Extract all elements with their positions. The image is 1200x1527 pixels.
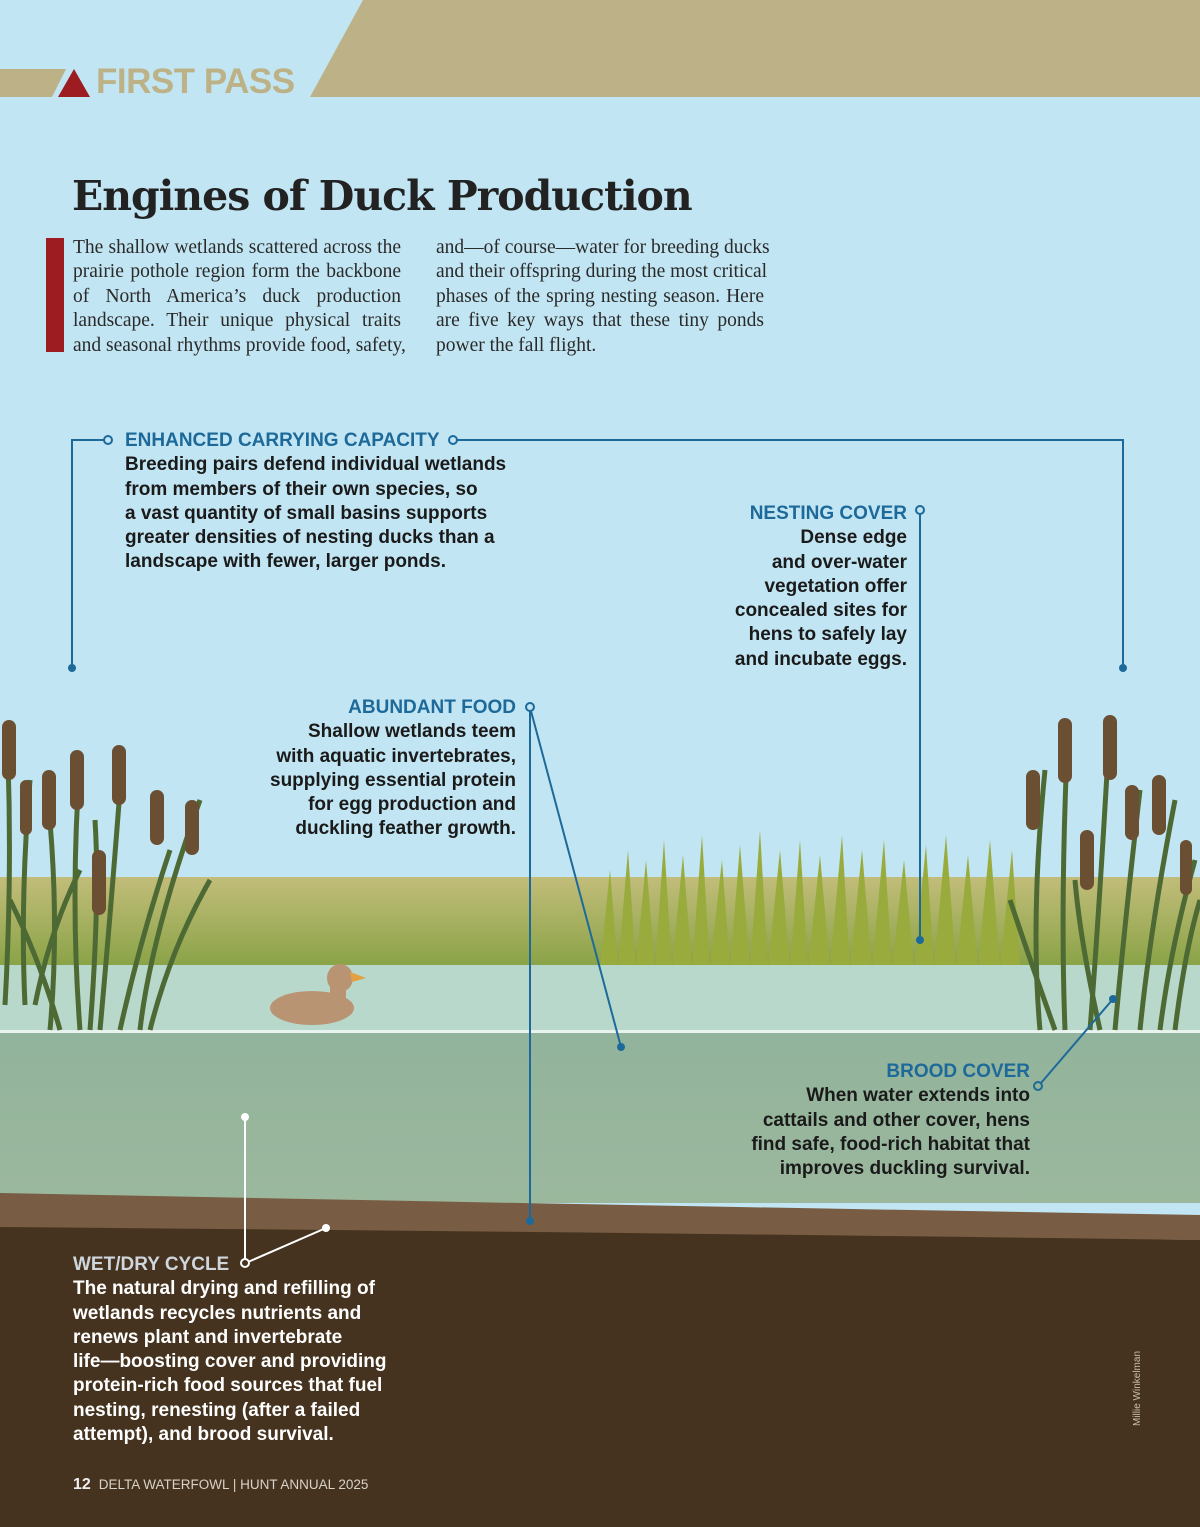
triangle-icon <box>58 69 90 97</box>
callout-line: Shallow wetlands teem <box>308 721 516 743</box>
callout-enhanced-carrying-capacity: ENHANCED CARRYING CAPACITY Breeding pair… <box>125 429 506 575</box>
callout-nesting-cover: NESTING COVER Dense edge and over-water … <box>735 502 907 672</box>
callout-line: find safe, food-rich habitat that <box>751 1133 1030 1155</box>
intro-line: prairie pothole region form the backbone <box>73 261 401 283</box>
callout-label: BROOD COVER <box>886 1061 1030 1082</box>
illustration-credit: Millie Winkelman <box>1132 1350 1143 1426</box>
intro-line: phases of the spring nesting season. Her… <box>436 285 764 307</box>
callout-line: renews plant and invertebrate <box>73 1326 343 1348</box>
callout-label: ABUNDANT FOOD <box>348 697 516 718</box>
callout-line: and over-water <box>771 551 907 573</box>
intro-line: power the fall flight. <box>436 334 597 356</box>
callout-line: protein-rich food sources that fuel <box>73 1375 383 1397</box>
intro-line: landscape. Their unique physical traits <box>73 310 401 332</box>
callout-abundant-food: ABUNDANT FOOD Shallow wetlands teem with… <box>270 696 516 842</box>
issue-name: HUNT ANNUAL 2025 <box>240 1477 369 1492</box>
callout-line: attempt), and brood survival. <box>73 1424 334 1446</box>
callout-wet-dry-cycle: WET/DRY CYCLE The natural drying and ref… <box>73 1253 387 1447</box>
callout-label: WET/DRY CYCLE <box>73 1254 230 1275</box>
intro-accent-bar <box>46 238 64 352</box>
callout-label: ENHANCED CARRYING CAPACITY <box>125 430 440 451</box>
callout-line: life—boosting cover and providing <box>73 1351 387 1373</box>
callout-line: Dense edge <box>800 527 907 549</box>
cattails-right <box>1007 719 1200 1031</box>
callout-brood-cover: BROOD COVER When water extends into catt… <box>751 1060 1030 1181</box>
callout-line: supplying essential protein <box>270 769 516 791</box>
page-title: Engines of Duck Production <box>72 172 693 220</box>
header-band-right <box>310 0 1200 97</box>
callout-line: Breeding pairs defend individual wetland… <box>125 454 507 476</box>
intro-line: The shallow wetlands scattered across th… <box>73 237 401 258</box>
intro-line: and seasonal rhythms provide food, safet… <box>73 334 406 356</box>
page-number: 12 <box>73 1476 91 1493</box>
section-kicker: FIRST PASS <box>96 62 295 101</box>
callout-line: and incubate eggs. <box>734 648 907 670</box>
callout-line: cattails and other cover, hens <box>762 1109 1030 1131</box>
header-band-left <box>0 69 66 97</box>
callout-label: NESTING COVER <box>749 503 907 524</box>
callout-line: improves duckling survival. <box>779 1158 1030 1180</box>
callout-line: vegetation offer <box>764 575 907 597</box>
marsh-grass <box>600 830 1020 968</box>
callout-line: duckling feather growth. <box>295 818 516 840</box>
intro-column-1: The shallow wetlands scattered across th… <box>73 236 406 358</box>
callout-line: wetlands recycles nutrients and <box>73 1302 362 1324</box>
callout-line: concealed sites for <box>734 600 907 622</box>
intro-column-2: and—of course—water for breeding ducks a… <box>436 236 770 358</box>
intro-line: of North America’s duck production <box>73 285 401 307</box>
callout-line: with aquatic invertebrates, <box>276 745 516 767</box>
intro-line: and—of course—water for breeding ducks <box>436 237 770 258</box>
callout-line: nesting, renesting (after a failed <box>73 1399 361 1421</box>
callout-line: landscape with fewer, larger ponds. <box>125 551 446 573</box>
footer-separator: | <box>232 1477 237 1492</box>
callout-line: When water extends into <box>806 1085 1030 1107</box>
callout-leaders <box>71 439 1124 1221</box>
callout-line: from members of their own species, so <box>125 478 478 500</box>
page-footer: 12 DELTA WATERFOWL | HUNT ANNUAL 2025 <box>73 1476 368 1494</box>
publication-name: DELTA WATERFOWL <box>98 1477 230 1492</box>
callout-line: hens to safely lay <box>748 624 907 646</box>
callout-line: greater densities of nesting ducks than … <box>125 527 495 549</box>
duck-illustration <box>270 964 366 1025</box>
intro-line: and their offspring during the most crit… <box>436 261 768 283</box>
intro-line: are five key ways that these tiny ponds <box>436 310 764 332</box>
callout-line: for egg production and <box>308 794 516 816</box>
callout-line: The natural drying and refilling of <box>73 1278 375 1300</box>
callout-line: a vast quantity of small basins supports <box>125 502 488 524</box>
